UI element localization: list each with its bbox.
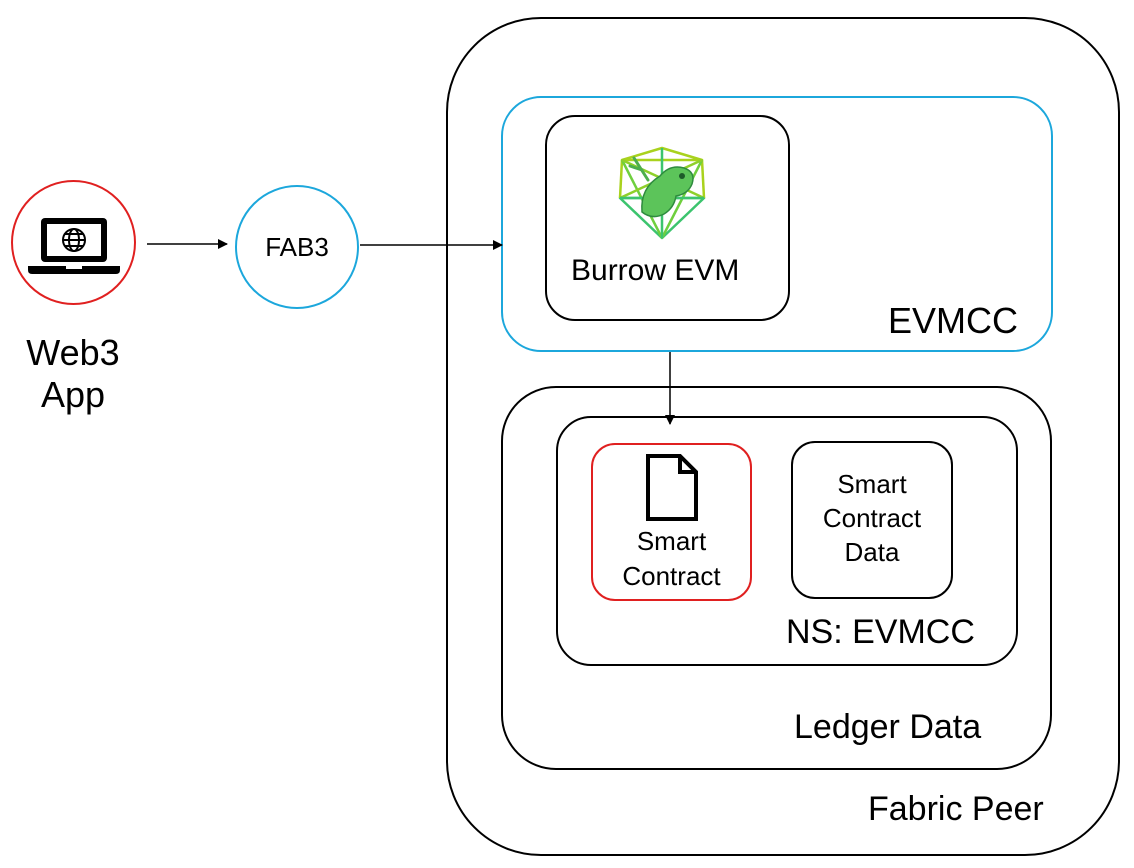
smart-contract-label-2: Contract <box>622 561 721 591</box>
burrow-frog-logo <box>618 146 706 240</box>
fabric-peer-label: Fabric Peer <box>868 790 1044 828</box>
ledger-data-label: Ledger Data <box>794 708 982 746</box>
evmcc-label: EVMCC <box>888 300 1019 341</box>
namespace-label: NS: EVMCC <box>786 613 975 651</box>
web3-app-label-1: Web3 <box>26 332 120 373</box>
fab3-label: FAB3 <box>265 232 329 262</box>
ledger-data-container <box>501 386 1052 770</box>
fab3-node <box>235 185 359 309</box>
burrow-evm-label: Burrow EVM <box>571 254 740 287</box>
namespace-container <box>556 416 1018 666</box>
fabric-peer-container <box>446 17 1120 856</box>
evmcc-container <box>501 96 1053 352</box>
web3-app-node <box>11 180 136 305</box>
burrow-evm-box <box>545 115 790 321</box>
smart-contract-data-box <box>791 441 953 599</box>
smart-contract-data-label-2: Contract <box>822 503 922 533</box>
smart-contract-box <box>591 443 752 601</box>
laptop-globe-icon <box>28 218 120 274</box>
web3-app-label-2: App <box>40 374 106 415</box>
smart-contract-label-1: Smart <box>636 526 707 556</box>
smart-contract-data-label-3: Data <box>844 537 900 567</box>
document-icon <box>646 454 698 521</box>
smart-contract-data-label-1: Smart <box>837 469 907 499</box>
